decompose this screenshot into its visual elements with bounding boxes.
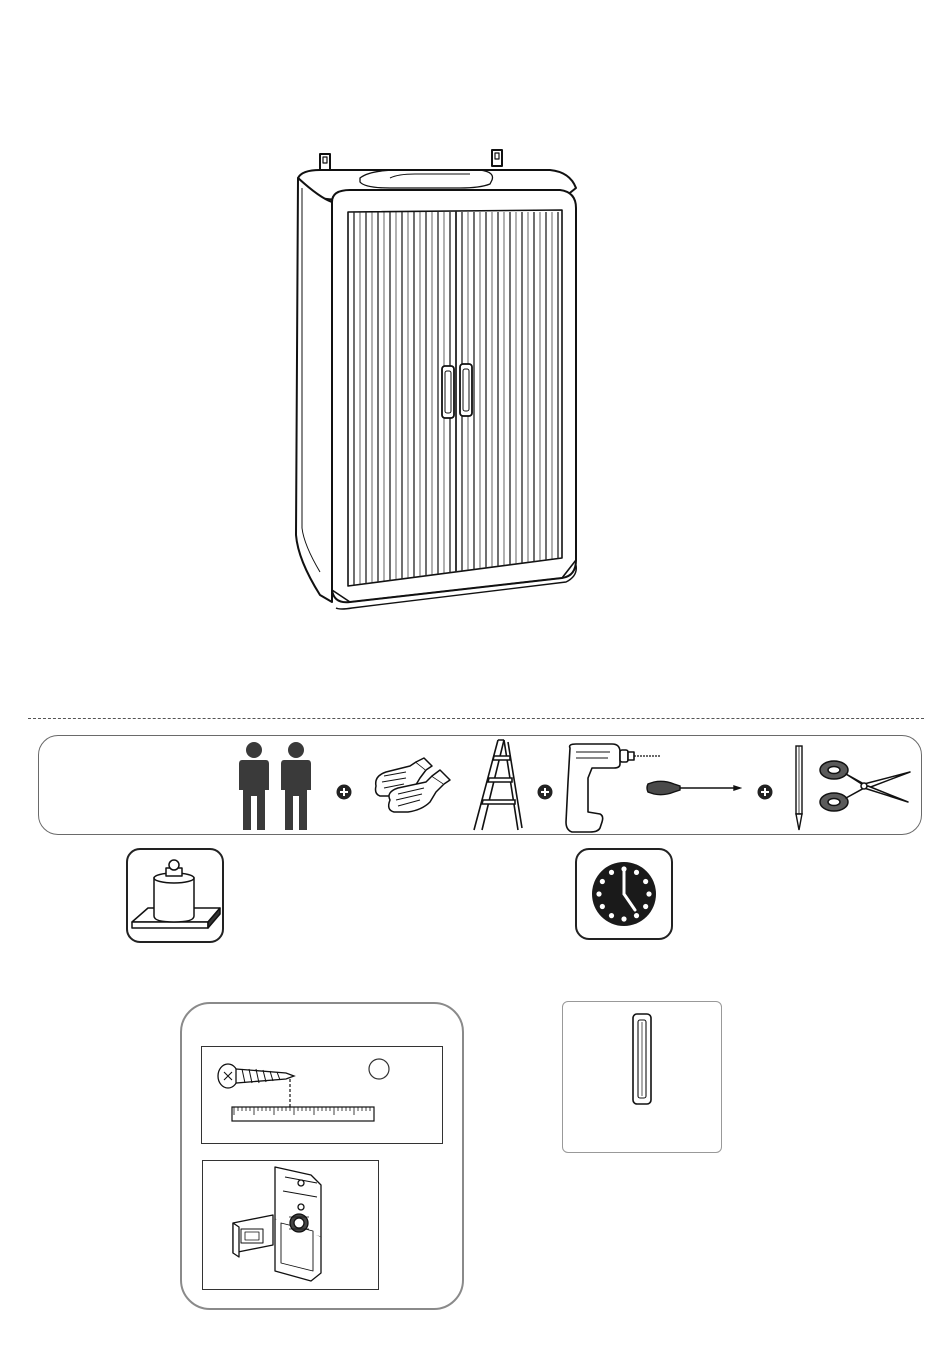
plus-icon: [537, 784, 553, 800]
plus-icon: [757, 784, 773, 800]
time-icon-box: [575, 848, 673, 940]
screwdriver-icon: [644, 776, 742, 800]
ruler-icon: [232, 1107, 374, 1121]
work-gloves-icon: [370, 756, 456, 818]
load-icon-box: [126, 848, 224, 943]
scissors-icon: [816, 758, 912, 816]
screw-icon: [218, 1064, 294, 1088]
quantity-circle-icon: [369, 1059, 389, 1079]
section-divider: [28, 718, 924, 719]
screw-detail-box: [201, 1046, 443, 1144]
plus-icon: [336, 784, 352, 800]
two-people-icon: [232, 740, 317, 832]
step-ladder-icon: [468, 738, 524, 832]
hinge-detail-box: [202, 1160, 379, 1290]
pencil-icon: [792, 744, 806, 832]
hinge-bracket-icon: [203, 1161, 380, 1291]
clock-icon: [577, 850, 671, 938]
wall-cabinet-illustration: [280, 140, 590, 615]
handle-panel: [562, 1001, 722, 1153]
door-handle-icon: [563, 1002, 719, 1150]
weight-on-shelf-icon: [128, 850, 222, 941]
